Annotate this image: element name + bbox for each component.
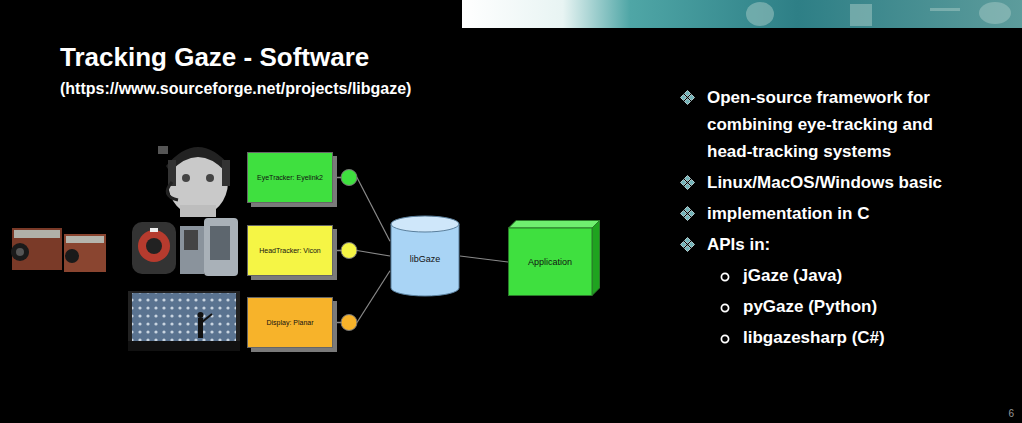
application-box: Application (508, 220, 600, 296)
bullet-text: libgazesharp (C#) (743, 328, 885, 347)
node-text-group: Application (528, 258, 572, 267)
node-text-group: libGaze (410, 249, 441, 264)
node-text-group: HeadTracker: Vicon (259, 246, 320, 255)
bullet-text: Open-source framework for combining eye-… (707, 88, 933, 161)
connector-line (460, 256, 508, 262)
bullet-item: implementation in C (680, 200, 977, 227)
headtracker-photo (132, 218, 238, 276)
bullet-text: pyGaze (Python) (743, 297, 877, 316)
display-photo (128, 291, 240, 351)
connector (460, 256, 508, 262)
port-stub (333, 322, 341, 324)
node-label: EyeTracker: Eyelink2 (257, 173, 323, 182)
sub-bullet-item: libgazesharp (C#) (680, 324, 1014, 351)
url-subtitle: (https://www.sourceforge.net/projects/li… (60, 80, 411, 98)
connector-line (357, 271, 390, 323)
page-number: 6 (1008, 408, 1014, 419)
interface-port (341, 170, 357, 186)
banner (462, 0, 1022, 28)
sub-bullet-item: jGaze (Java) (680, 262, 1014, 289)
bullet-list: Open-source framework for combining eye-… (680, 84, 1014, 355)
bullet-text: implementation in C (707, 204, 869, 223)
node-label: Display: Planar (266, 318, 313, 327)
bullet-text: jGaze (Java) (743, 266, 842, 285)
connector-line (357, 178, 390, 242)
database-cylinder: libGaze (390, 215, 460, 297)
bullet-item: Linux/MacOS/Windows basic (680, 169, 977, 196)
sub-bullet-item: pyGaze (Python) (680, 293, 1014, 320)
node-text-group: Display: Planar (266, 318, 313, 327)
node-label: HeadTracker: Vicon (259, 246, 320, 255)
node-label: Application (528, 258, 572, 267)
port-stub (333, 177, 341, 179)
eyetracker-photo (158, 146, 230, 217)
bullet-text: APIs in: (707, 235, 770, 254)
connector (333, 243, 390, 259)
slide-title: Tracking Gaze - Software (60, 42, 369, 73)
bullet-item: APIs in: (680, 231, 977, 258)
bullet-item: Open-source framework for combining eye-… (680, 84, 977, 165)
connector (333, 170, 390, 242)
component-box: HeadTracker: Vicon (247, 225, 333, 276)
component-box: EyeTracker: Eyelink2 (247, 152, 333, 203)
connector (333, 271, 390, 331)
node-label: libGaze (410, 249, 441, 264)
interface-port (341, 243, 357, 259)
bullet-text: Linux/MacOS/Windows basic (707, 173, 942, 192)
node-text-group: EyeTracker: Eyelink2 (257, 173, 323, 182)
connector-line (357, 251, 390, 257)
camera-photo (11, 228, 106, 272)
interface-port (341, 315, 357, 331)
port-stub (333, 250, 341, 252)
component-box: Display: Planar (247, 297, 333, 348)
